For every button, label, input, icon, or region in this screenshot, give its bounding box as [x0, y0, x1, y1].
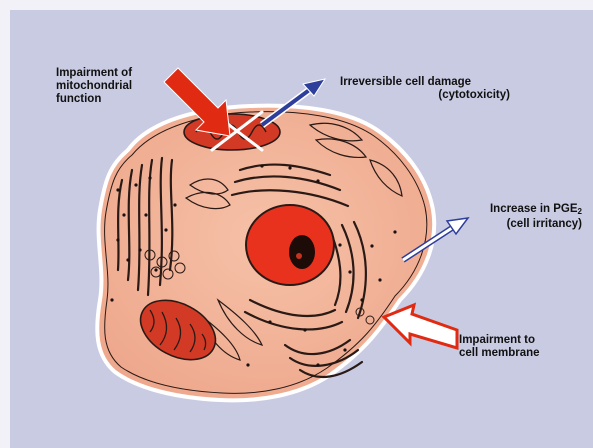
mitochondria-label-line2: mitochondrial	[56, 80, 132, 93]
pge2-label-text: Increase in PGE	[490, 203, 578, 215]
nucleus	[246, 205, 334, 285]
membrane-label-line1: Impairment to	[459, 334, 540, 347]
cell-damage-label: Irreversible cell damage (cytotoxicity)	[340, 76, 510, 102]
pge2-label-line1: Increase in PGE2	[460, 203, 582, 218]
pge2-label-subscript: 2	[578, 207, 582, 216]
pge2-label-line2: (cell irritancy)	[460, 218, 582, 231]
mitochondria-label-line3: function	[56, 93, 132, 106]
cell-damage-label-line1: Irreversible cell damage	[340, 76, 510, 89]
mitochondria-label-line1: Impairment of	[56, 67, 132, 80]
membrane-impairment-arrow	[384, 305, 457, 348]
mitochondria-label: Impairment of mitochondrial function	[56, 67, 132, 106]
membrane-label-line2: cell membrane	[459, 347, 540, 360]
membrane-label: Impairment to cell membrane	[459, 334, 540, 360]
pge2-label: Increase in PGE2 (cell irritancy)	[460, 203, 582, 231]
cell-damage-label-line2: (cytotoxicity)	[340, 89, 510, 102]
